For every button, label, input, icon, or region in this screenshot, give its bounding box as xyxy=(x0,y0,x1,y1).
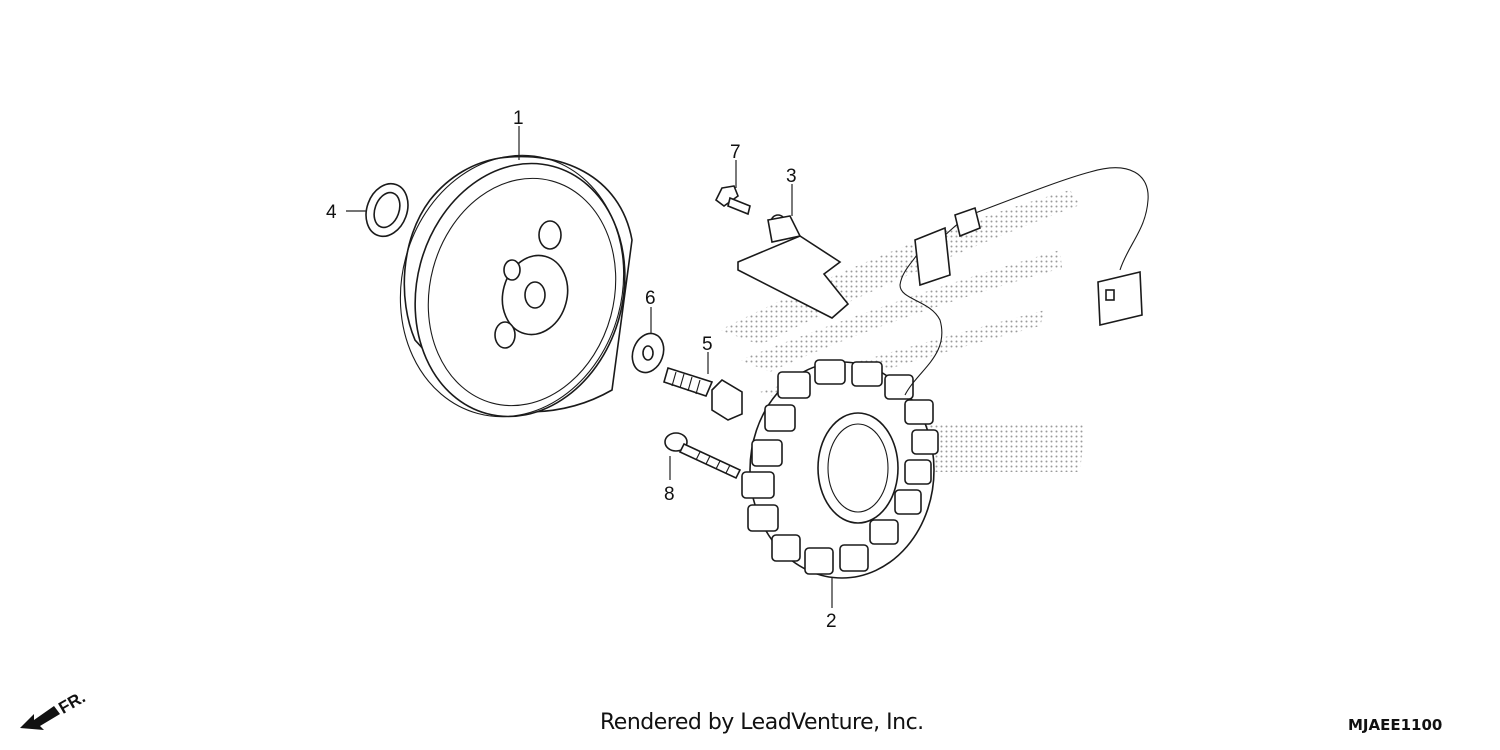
callout-2: 2 xyxy=(826,611,837,632)
callout-8: 8 xyxy=(664,484,675,505)
part-washer-large[interactable] xyxy=(359,178,415,242)
footer-credit: Rendered by LeadVenture, Inc. xyxy=(600,710,924,735)
callout-labels: 1 2 3 4 5 6 7 8 xyxy=(326,108,837,632)
front-indicator-label: FR. xyxy=(55,688,88,718)
callout-4: 4 xyxy=(326,202,337,223)
callout-3: 3 xyxy=(786,166,797,187)
callout-7: 7 xyxy=(730,142,741,163)
part-flywheel[interactable] xyxy=(372,130,653,442)
front-direction-arrow-icon: FR. xyxy=(20,688,89,730)
part-flange-bolt[interactable] xyxy=(663,366,743,421)
diagram-code: MJAEE1100 xyxy=(1348,716,1443,734)
callout-6: 6 xyxy=(645,288,656,309)
leader-lines xyxy=(346,126,833,608)
part-small-bolt[interactable] xyxy=(714,185,751,216)
callout-5: 5 xyxy=(702,334,713,355)
part-socket-bolt[interactable] xyxy=(664,432,742,480)
part-bracket[interactable] xyxy=(737,214,850,319)
callout-1: 1 xyxy=(513,108,524,129)
part-washer-small[interactable] xyxy=(627,329,669,377)
part-stator[interactable] xyxy=(741,167,1149,579)
